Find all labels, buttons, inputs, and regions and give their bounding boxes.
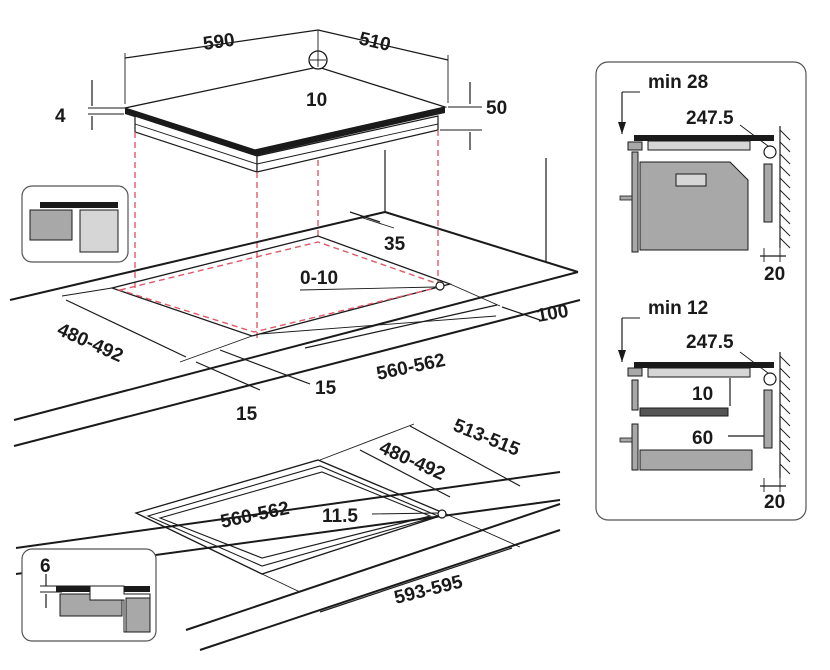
cutout-corner-icon [435, 281, 445, 291]
hob-dimensions [88, 29, 482, 150]
dim-edge-15-b: 15 [315, 378, 337, 399]
dim-rebate-11-5: 11.5 [322, 506, 358, 527]
hob-top [122, 66, 448, 173]
rebate-corner-icon [437, 509, 447, 519]
dim-cutout-0-10: 0-10 [300, 268, 338, 289]
countertop-dimensions [61, 211, 541, 391]
dim-depth-510: 510 [357, 28, 393, 56]
countertop [9, 150, 581, 447]
flush-countertop [15, 459, 561, 651]
dim-thickness-50: 50 [486, 98, 507, 119]
dim-height-10: 10 [306, 90, 327, 111]
dim-clearance-min-12: min 12 [648, 298, 708, 319]
dim-rebate-560-562: 560-562 [219, 498, 292, 533]
vent-ring-icon-2 [763, 372, 777, 386]
dim-edge-100: 100 [535, 301, 570, 327]
projection-lines [134, 130, 439, 340]
cabinet-oven-section [618, 91, 791, 262]
cabinet-panel: min 28 247.5 20 [595, 61, 807, 521]
dim-cutout-35: 35 [384, 234, 406, 255]
dim-offset-247-5-top: 247.5 [686, 108, 734, 129]
dim-gap-60: 60 [692, 428, 713, 449]
dim-cutout-560-562: 560-562 [375, 350, 448, 385]
dim-width-590: 590 [202, 30, 236, 55]
cabinet-drawer-section [618, 317, 791, 492]
dim-offset-247-5-bottom: 247.5 [686, 332, 734, 353]
inset-section-bottom [21, 548, 157, 642]
flush-dimensions [261, 423, 521, 613]
inset-section-top [21, 185, 129, 263]
dim-edge-15-a: 15 [236, 404, 258, 425]
dim-cutout-480-492: 480-492 [54, 319, 126, 367]
dim-gap-10: 10 [692, 384, 713, 405]
dim-wall-20-bottom: 20 [764, 492, 785, 513]
dim-rebate-593-595: 593-595 [392, 572, 465, 609]
dim-clearance-min-28: min 28 [648, 72, 708, 93]
dim-rebate-6: 6 [40, 556, 51, 577]
dim-thickness-4: 4 [55, 106, 66, 127]
vent-ring-icon [763, 145, 777, 159]
dim-wall-20-top: 20 [764, 264, 785, 285]
